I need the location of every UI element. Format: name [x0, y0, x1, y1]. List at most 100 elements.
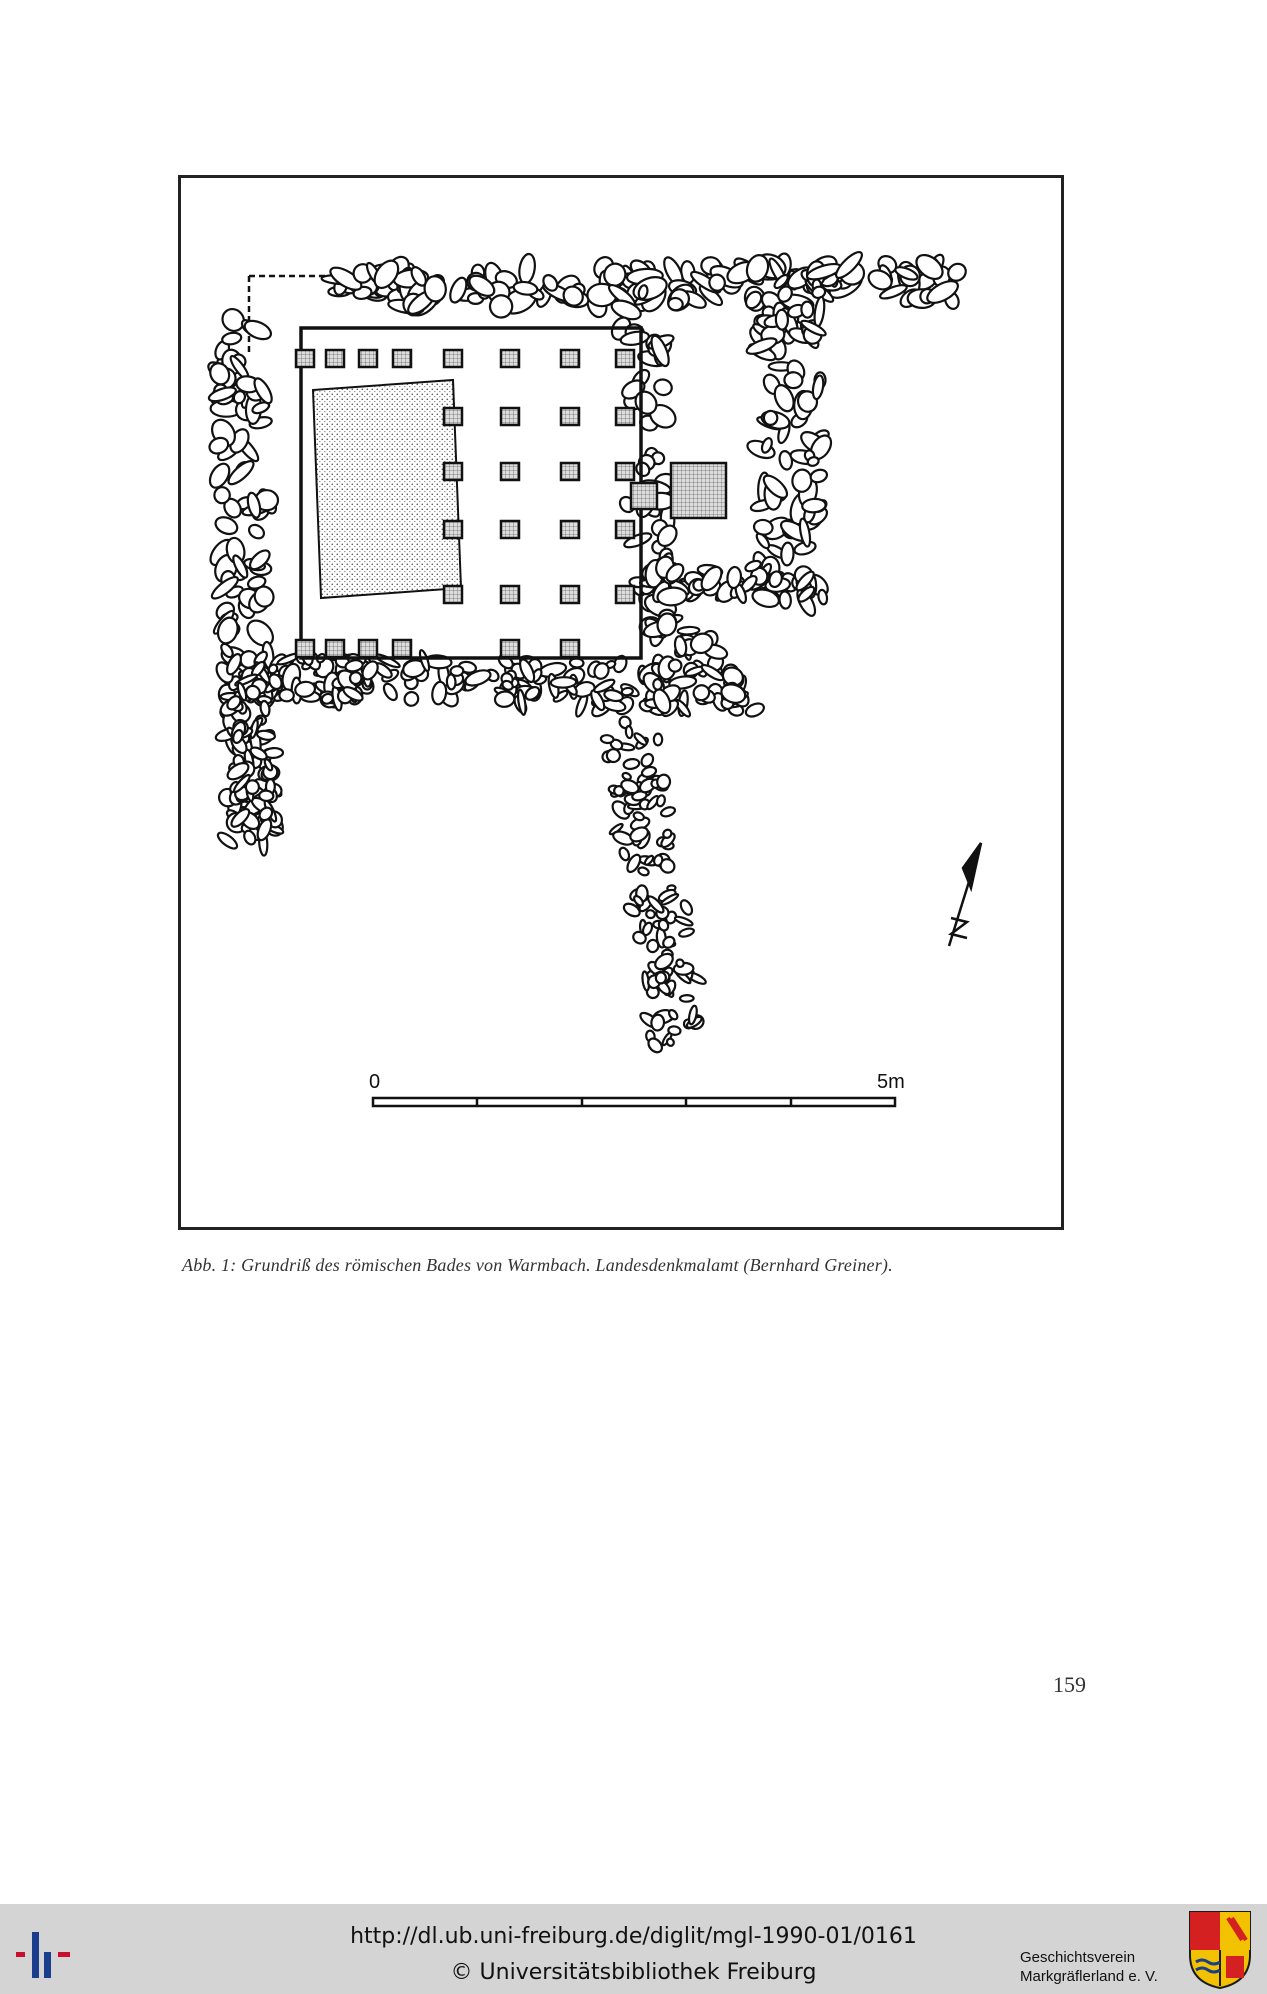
stone — [213, 486, 231, 505]
permalink-url[interactable]: http://dl.ub.uni-freiburg.de/diglit/mgl-… — [350, 1924, 917, 1949]
stone — [813, 295, 826, 328]
stone — [226, 762, 250, 781]
stone — [811, 374, 825, 401]
stone — [562, 285, 584, 307]
large-pillar — [669, 461, 728, 520]
stone — [667, 658, 683, 673]
stone — [800, 319, 827, 337]
stone — [637, 866, 650, 877]
footer-bar: http://dl.ub.uni-freiburg.de/diglit/mgl-… — [0, 1904, 1267, 1994]
stone — [382, 682, 398, 702]
stone — [431, 680, 448, 706]
stone — [643, 854, 655, 866]
stone — [632, 811, 645, 822]
pillar — [614, 519, 636, 540]
stone — [689, 632, 714, 655]
stone — [744, 702, 765, 718]
stone — [320, 692, 335, 705]
library-logo-icon[interactable] — [14, 1922, 78, 1982]
stone — [654, 971, 668, 985]
stone — [248, 549, 271, 571]
stone — [678, 993, 695, 1003]
stone — [798, 517, 812, 548]
stone — [774, 308, 790, 331]
stone — [762, 474, 789, 499]
stone — [221, 307, 246, 333]
stone — [894, 266, 919, 281]
stone — [227, 460, 255, 486]
pillar — [614, 584, 636, 605]
copyright-notice: © Universitätsbibliothek Freiburg — [450, 1960, 817, 1985]
pillar — [614, 461, 636, 482]
stone — [652, 854, 664, 867]
stone — [259, 699, 271, 718]
page-number: 159 — [1053, 1672, 1086, 1697]
stone — [667, 1025, 682, 1036]
stone — [253, 377, 273, 405]
stone — [653, 378, 673, 397]
pillar — [391, 348, 413, 369]
pillar — [442, 406, 464, 427]
pillar — [442, 584, 464, 605]
stone — [867, 269, 893, 291]
stone — [646, 938, 660, 954]
figure-frame: 0 5m — [178, 175, 1064, 1230]
stone — [632, 930, 647, 945]
stone — [258, 806, 274, 822]
stone — [673, 915, 694, 927]
stone — [464, 669, 492, 687]
stone — [549, 676, 578, 689]
scale-start-label: 0 — [369, 1071, 381, 1093]
stone — [603, 689, 624, 703]
pillar — [499, 348, 521, 369]
pillar — [324, 638, 346, 659]
stone — [679, 899, 694, 916]
stone — [762, 409, 779, 426]
stone — [692, 684, 711, 702]
stone — [879, 284, 908, 300]
stone — [208, 436, 230, 455]
pillar — [499, 406, 521, 427]
stone — [344, 659, 364, 673]
stone — [621, 771, 632, 781]
stone — [232, 729, 244, 744]
society-name-line1: Geschichtsverein — [1020, 1949, 1136, 1966]
scale-bar — [371, 1096, 897, 1108]
stone — [244, 684, 261, 701]
stone — [835, 251, 863, 279]
stone — [251, 401, 271, 415]
stone — [650, 1013, 666, 1032]
stone — [209, 362, 231, 386]
stone — [720, 683, 747, 704]
pillar — [614, 348, 636, 369]
stone — [263, 758, 274, 772]
pillar — [614, 406, 636, 427]
stone — [645, 909, 656, 920]
stone — [246, 491, 262, 519]
stone — [656, 524, 678, 548]
society-name: Geschichtsverein Markgräflerland e. V. — [1020, 1948, 1190, 1986]
stone — [501, 679, 514, 691]
stone — [777, 285, 793, 303]
stone — [676, 625, 701, 636]
stone — [278, 688, 295, 703]
stone — [665, 1037, 675, 1047]
society-name-line2: Markgräflerland e. V. — [1020, 1968, 1158, 1985]
stone — [423, 275, 447, 303]
floor-plan-drawing — [207, 251, 983, 1108]
stone — [214, 516, 239, 536]
stone — [449, 665, 465, 677]
stone — [657, 918, 670, 932]
stippled-basin — [311, 378, 463, 600]
stone — [593, 678, 616, 694]
scale-end-label: 5m — [877, 1071, 905, 1093]
stone — [208, 462, 231, 489]
stone — [226, 653, 242, 676]
stone — [640, 752, 655, 768]
stone — [640, 765, 658, 778]
stone — [745, 337, 778, 355]
stone — [620, 686, 634, 697]
stone — [599, 734, 615, 745]
stone — [659, 806, 677, 818]
pillar — [559, 638, 581, 659]
